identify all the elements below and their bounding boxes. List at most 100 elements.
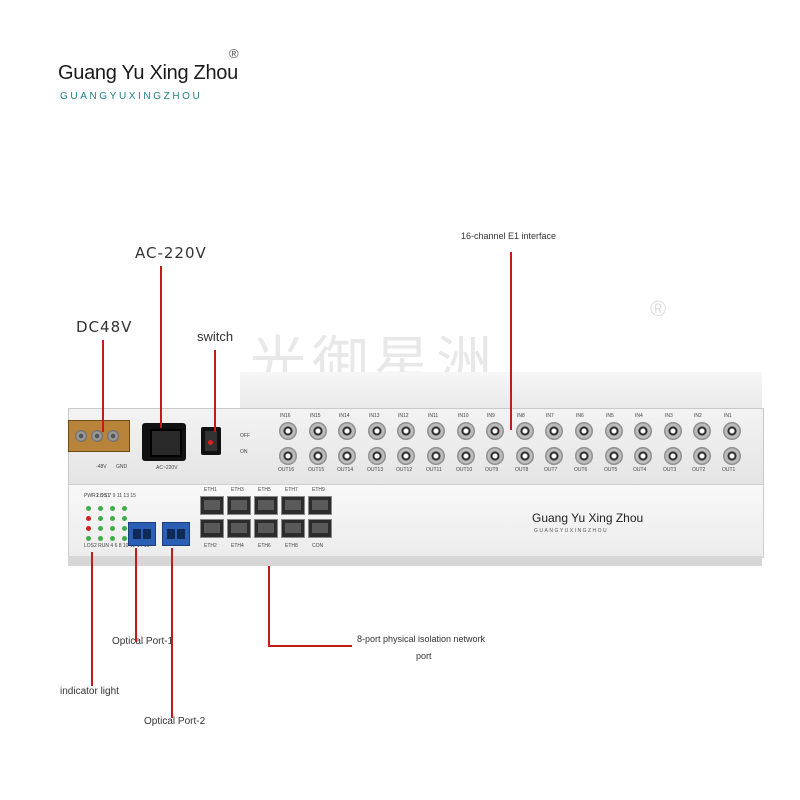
eth-port-label-top: ETH5 bbox=[258, 487, 271, 493]
leader-line-optical-2 bbox=[171, 548, 173, 718]
eth-port-label-bottom: ETH4 bbox=[231, 543, 244, 549]
callout-optical-port-2: Optical Port-2 bbox=[144, 716, 206, 727]
bnc-in-connector bbox=[575, 422, 593, 440]
terminal-screw bbox=[107, 430, 119, 442]
bnc-in-label: IN16 bbox=[280, 413, 291, 419]
brand-logo-text: Guang Yu Xing Zhou bbox=[58, 62, 238, 84]
rj45-port-socket bbox=[285, 523, 301, 533]
led-green bbox=[122, 536, 127, 541]
led-red bbox=[86, 516, 91, 521]
eth-port-label-top: ETH9 bbox=[312, 487, 325, 493]
rj45-port bbox=[308, 519, 332, 538]
bnc-in-connector bbox=[427, 422, 445, 440]
bnc-in-connector bbox=[309, 422, 327, 440]
switch-label-off: OFF bbox=[240, 433, 250, 439]
leader-line-network-vertical bbox=[268, 566, 270, 646]
bnc-in-connector bbox=[545, 422, 563, 440]
bnc-out-label: OUT1 bbox=[722, 467, 736, 473]
rj45-port bbox=[227, 496, 251, 515]
bnc-in-label: IN15 bbox=[310, 413, 321, 419]
switch-label-on: ON bbox=[240, 449, 248, 455]
led-green bbox=[122, 526, 127, 531]
bnc-in-connector bbox=[457, 422, 475, 440]
leader-line-ac bbox=[160, 266, 162, 428]
sfp-optical-port-1 bbox=[128, 522, 156, 546]
leader-line-network-horizontal bbox=[268, 645, 352, 647]
callout-network-port-line2: port bbox=[416, 651, 432, 661]
bnc-in-connector bbox=[338, 422, 356, 440]
led-green bbox=[110, 506, 115, 511]
rj45-port bbox=[281, 496, 305, 515]
chassis-top-lid bbox=[240, 372, 762, 408]
bnc-in-label: IN8 bbox=[517, 413, 525, 419]
bnc-out-label: OUT8 bbox=[515, 467, 529, 473]
eth-port-label-top: ETH7 bbox=[285, 487, 298, 493]
terminal-label-48v: -48V bbox=[96, 464, 107, 470]
callout-indicator-light: indicator light bbox=[60, 686, 119, 697]
ac-power-socket-inner bbox=[150, 429, 182, 457]
bnc-out-connector bbox=[309, 447, 327, 465]
bnc-in-label: IN1 bbox=[724, 413, 732, 419]
led-green bbox=[98, 516, 103, 521]
callout-e1-interface: 16-channel E1 interface bbox=[461, 231, 557, 241]
rj45-port-socket bbox=[204, 500, 220, 510]
bnc-out-label: OUT15 bbox=[308, 467, 325, 473]
callout-switch: switch bbox=[197, 329, 234, 344]
bnc-out-connector bbox=[634, 447, 652, 465]
power-switch-indicator bbox=[208, 440, 213, 445]
bnc-out-connector bbox=[545, 447, 563, 465]
bnc-out-connector bbox=[664, 447, 682, 465]
bnc-in-connector bbox=[664, 422, 682, 440]
eth-port-label-top: ETH3 bbox=[231, 487, 244, 493]
bnc-in-label: IN6 bbox=[576, 413, 584, 419]
bnc-in-label: IN7 bbox=[546, 413, 554, 419]
sfp-optical-port-2 bbox=[162, 522, 190, 546]
led-label-top: PWR LOS1 bbox=[84, 493, 110, 499]
rj45-port-socket bbox=[204, 523, 220, 533]
dc-terminal-block bbox=[68, 420, 130, 452]
rj45-port bbox=[200, 519, 224, 538]
rj45-port bbox=[254, 519, 278, 538]
callout-ac-220v: AC-220V bbox=[135, 244, 207, 262]
bnc-out-connector bbox=[397, 447, 415, 465]
bnc-in-connector bbox=[605, 422, 623, 440]
bnc-out-connector bbox=[427, 447, 445, 465]
leader-line-switch bbox=[214, 350, 216, 432]
bnc-in-label: IN4 bbox=[635, 413, 643, 419]
led-label-top: 2 3 5 7 9 11 13 15 bbox=[96, 493, 136, 499]
sfp-port-socket bbox=[167, 529, 175, 539]
rj45-port-socket bbox=[231, 500, 247, 510]
rj45-port bbox=[281, 519, 305, 538]
terminal-screw bbox=[91, 430, 103, 442]
callout-dc48v: DC48V bbox=[76, 318, 133, 336]
rj45-port bbox=[308, 496, 332, 515]
watermark-registered-mark: ® bbox=[650, 296, 667, 321]
sfp-port-socket bbox=[177, 529, 185, 539]
rj45-port-socket bbox=[312, 523, 328, 533]
bnc-in-label: IN11 bbox=[428, 413, 439, 419]
leader-line-dc bbox=[102, 340, 104, 432]
bnc-out-connector bbox=[605, 447, 623, 465]
bnc-in-connector bbox=[634, 422, 652, 440]
bnc-out-label: OUT16 bbox=[278, 467, 295, 473]
led-green bbox=[110, 536, 115, 541]
ac-power-label: AC~220V bbox=[156, 465, 178, 471]
led-green bbox=[98, 506, 103, 511]
rj45-port-socket bbox=[285, 500, 301, 510]
callout-optical-port-1: Optical Port-1 bbox=[112, 636, 174, 647]
bnc-out-label: OUT2 bbox=[692, 467, 706, 473]
led-green bbox=[122, 516, 127, 521]
bnc-out-connector bbox=[575, 447, 593, 465]
callout-network-port-line1: 8-port physical isolation network bbox=[357, 634, 486, 644]
panel-brand-subtext: GUANGYUXINGZHOU bbox=[534, 528, 609, 534]
bnc-in-label: IN12 bbox=[398, 413, 409, 419]
led-green bbox=[110, 516, 115, 521]
bnc-in-label: IN14 bbox=[339, 413, 350, 419]
leader-line-e1 bbox=[510, 252, 512, 430]
eth-port-label-top: ETH1 bbox=[204, 487, 217, 493]
sfp-port-socket bbox=[133, 529, 141, 539]
registered-mark: ® bbox=[229, 46, 239, 61]
bnc-out-label: OUT10 bbox=[456, 467, 473, 473]
bnc-out-connector bbox=[486, 447, 504, 465]
led-green bbox=[86, 506, 91, 511]
